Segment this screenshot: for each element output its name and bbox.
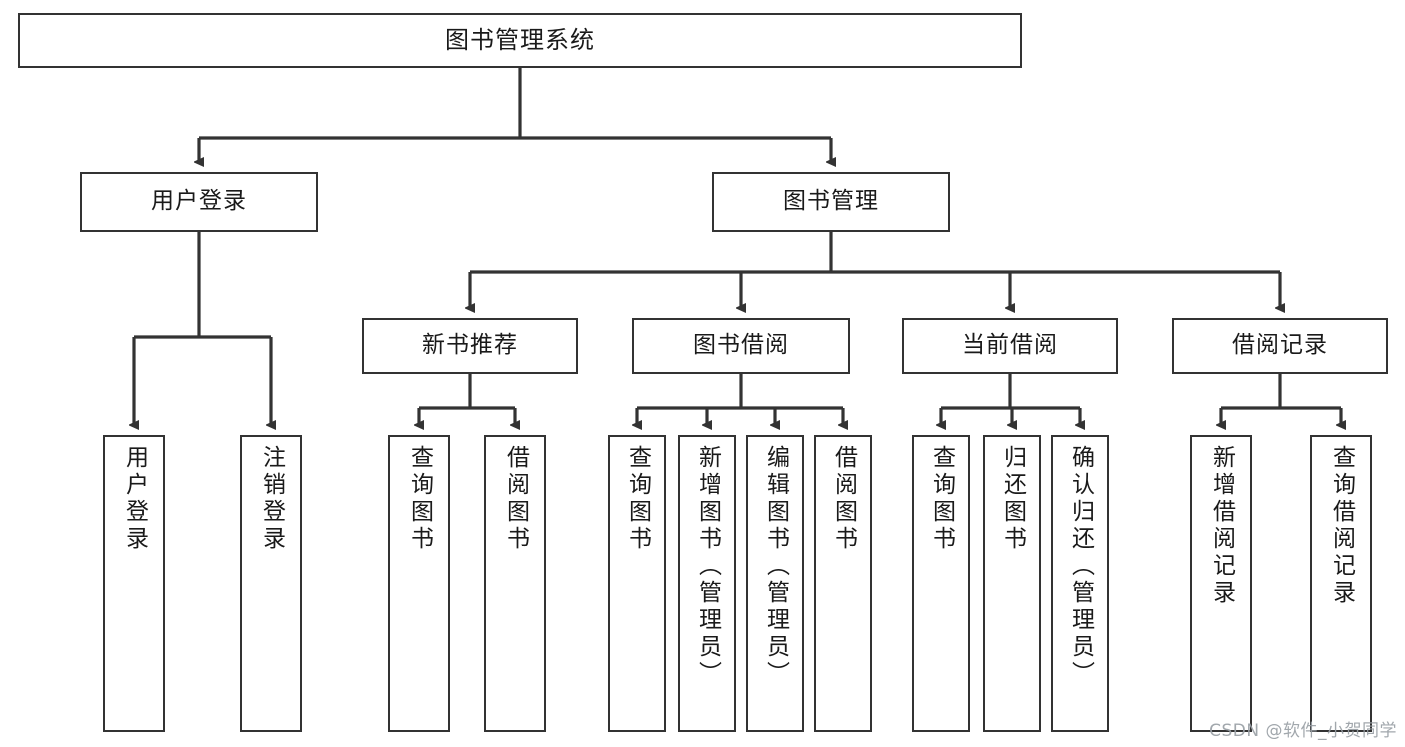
node-current-borrow-label: 当前借阅 xyxy=(962,332,1058,359)
node-add-borrow-record-label: 新增借阅记录 xyxy=(1208,445,1235,607)
node-add-borrow-record[interactable]: 新增借阅记录 xyxy=(1190,435,1252,732)
node-user-logout-label: 注销登录 xyxy=(258,445,285,553)
node-user-login-do-label: 用户登录 xyxy=(121,445,148,553)
node-query-book-2[interactable]: 查询图书 xyxy=(608,435,666,732)
node-query-book-1[interactable]: 查询图书 xyxy=(388,435,450,732)
node-query-book-3-label: 查询图书 xyxy=(928,445,955,553)
node-borrow-book-1[interactable]: 借阅图书 xyxy=(484,435,546,732)
node-borrow-book-2-label: 借阅图书 xyxy=(830,445,857,553)
node-new-book-recommend[interactable]: 新书推荐 xyxy=(362,318,578,374)
node-book-manage-label: 图书管理 xyxy=(783,188,879,215)
node-query-book-3[interactable]: 查询图书 xyxy=(912,435,970,732)
node-confirm-return-admin-label: 确认归还（管理员） xyxy=(1067,445,1094,688)
node-current-borrow[interactable]: 当前借阅 xyxy=(902,318,1118,374)
node-borrow-record[interactable]: 借阅记录 xyxy=(1172,318,1388,374)
node-return-book[interactable]: 归还图书 xyxy=(983,435,1041,732)
node-query-borrow-record[interactable]: 查询借阅记录 xyxy=(1310,435,1372,732)
node-query-book-2-label: 查询图书 xyxy=(624,445,651,553)
node-root-label: 图书管理系统 xyxy=(445,26,595,55)
watermark: CSDN @软件_小贺同学 xyxy=(1209,721,1397,741)
node-user-logout[interactable]: 注销登录 xyxy=(240,435,302,732)
node-borrow-book-2[interactable]: 借阅图书 xyxy=(814,435,872,732)
node-borrow-record-label: 借阅记录 xyxy=(1232,332,1328,359)
node-user-login-label: 用户登录 xyxy=(151,188,247,215)
node-borrow-book-1-label: 借阅图书 xyxy=(502,445,529,553)
node-add-book-admin[interactable]: 新增图书（管理员） xyxy=(678,435,736,732)
node-edit-book-admin[interactable]: 编辑图书（管理员） xyxy=(746,435,804,732)
node-book-borrow[interactable]: 图书借阅 xyxy=(632,318,850,374)
node-confirm-return-admin[interactable]: 确认归还（管理员） xyxy=(1051,435,1109,732)
node-root[interactable]: 图书管理系统 xyxy=(18,13,1022,68)
node-book-manage[interactable]: 图书管理 xyxy=(712,172,950,232)
node-new-book-recommend-label: 新书推荐 xyxy=(422,332,518,359)
node-return-book-label: 归还图书 xyxy=(999,445,1026,553)
node-user-login-do[interactable]: 用户登录 xyxy=(103,435,165,732)
node-edit-book-admin-label: 编辑图书（管理员） xyxy=(762,445,789,688)
node-add-book-admin-label: 新增图书（管理员） xyxy=(694,445,721,688)
node-book-borrow-label: 图书借阅 xyxy=(693,332,789,359)
node-user-login[interactable]: 用户登录 xyxy=(80,172,318,232)
node-query-borrow-record-label: 查询借阅记录 xyxy=(1328,445,1355,607)
node-query-book-1-label: 查询图书 xyxy=(406,445,433,553)
